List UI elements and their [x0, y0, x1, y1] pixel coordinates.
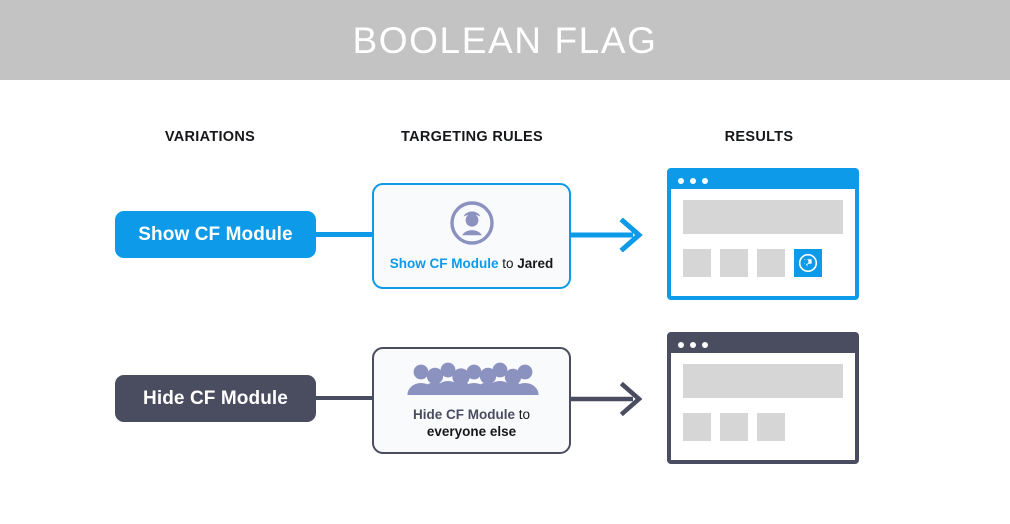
variation-pill-show-cf-module[interactable]: Show CF Module [115, 211, 316, 258]
browser-title-bar [671, 172, 855, 189]
result-browser-window-with-module [667, 168, 859, 300]
header-banner: BOOLEAN FLAG [0, 0, 1010, 80]
variation-pill-hide-cf-module[interactable]: Hide CF Module [115, 375, 316, 422]
connector-line [316, 232, 374, 237]
single-user-icon [449, 200, 495, 246]
browser-dot-icon [702, 177, 708, 184]
rule-connector-word: to [498, 256, 518, 271]
content-placeholder-tile [720, 249, 748, 277]
cf-module-tile [794, 249, 822, 277]
column-header-targeting-rules: TARGETING RULES [401, 129, 543, 145]
chat-flag-icon [798, 253, 818, 273]
browser-content [671, 189, 855, 296]
group-of-people-icon [404, 361, 540, 395]
browser-title-bar [671, 336, 855, 353]
content-placeholder-tile [683, 249, 711, 277]
content-placeholder-tile [683, 413, 711, 441]
browser-dot-icon [678, 341, 684, 348]
targeting-rule-card-hide-cf-module[interactable]: Hide CF Module to everyone else [372, 347, 571, 454]
browser-dot-icon [690, 341, 696, 348]
content-placeholder-hero [683, 364, 843, 398]
rule-connector-word: to [514, 407, 530, 422]
flow-row-show-cf-module: Show CF Module Show CF Module to Jared [0, 160, 1010, 300]
column-header-results: RESULTS [724, 129, 794, 145]
connector-line [316, 396, 374, 400]
flow-arrow-slate [571, 382, 647, 416]
targeting-rule-text: Hide CF Module to everyone else [407, 406, 536, 440]
browser-dot-icon [690, 177, 696, 184]
variation-pill-label: Show CF Module [138, 223, 293, 245]
browser-dot-icon [678, 177, 684, 184]
page-title: BOOLEAN FLAG [352, 19, 658, 61]
targeting-rule-card-show-cf-module[interactable]: Show CF Module to Jared [372, 183, 571, 289]
flow-row-hide-cf-module: Hide CF Module [0, 324, 1010, 464]
browser-content [671, 353, 855, 460]
content-placeholder-hero [683, 200, 843, 234]
column-header-variations: VARIATIONS [164, 129, 256, 145]
result-browser-window-without-module [667, 332, 859, 464]
flow-arrow-blue [571, 218, 647, 252]
rule-variation-name: Show CF Module [389, 256, 499, 271]
content-tile-row [683, 413, 843, 441]
rule-target-name: everyone else [426, 424, 517, 439]
variation-pill-label: Hide CF Module [143, 387, 288, 409]
rule-target-name: Jared [517, 256, 554, 271]
content-tile-row [683, 249, 843, 277]
rule-variation-name: Hide CF Module [412, 407, 515, 422]
content-placeholder-tile [757, 249, 785, 277]
browser-dot-icon [702, 341, 708, 348]
targeting-rule-text: Show CF Module to Jared [384, 255, 560, 272]
content-placeholder-tile [720, 413, 748, 441]
content-placeholder-tile [757, 413, 785, 441]
